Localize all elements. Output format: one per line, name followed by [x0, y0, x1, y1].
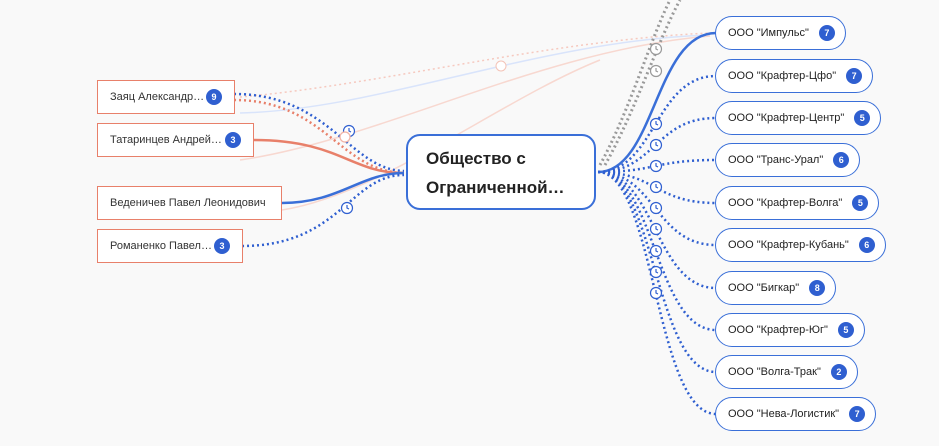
- company-label: ООО "Транс-Урал": [728, 154, 824, 166]
- count-badge: 3: [214, 238, 230, 254]
- company-node[interactable]: ООО "Крафтер-Центр" 5: [715, 101, 882, 135]
- clock-icon-gray: [649, 42, 663, 78]
- company-label: ООО "Крафтер-Цфо": [728, 70, 837, 82]
- person-label: Веденичев Павел Леонидович: [110, 197, 266, 209]
- company-node[interactable]: ООО "Крафтер-Юг" 5: [715, 313, 865, 347]
- company-label: ООО "Крафтер-Кубань": [728, 239, 849, 251]
- count-badge: 6: [833, 152, 850, 168]
- count-badge: 8: [809, 280, 826, 296]
- clock-icon-faint: [339, 131, 351, 143]
- person-node[interactable]: Романенко Павел… 3: [97, 229, 243, 263]
- count-badge: 7: [846, 68, 863, 84]
- person-node[interactable]: Татаринцев Андрей… 3: [97, 123, 254, 157]
- company-label: ООО "Крафтер-Юг": [728, 324, 828, 336]
- company-label: ООО "Крафтер-Волга": [728, 197, 843, 209]
- person-node[interactable]: Заяц Александр… 9: [97, 80, 235, 114]
- company-node[interactable]: ООО "Транс-Урал" 6: [715, 143, 861, 177]
- company-node[interactable]: ООО "Крафтер-Волга" 5: [715, 186, 880, 220]
- company-label: ООО "Импульс": [728, 27, 809, 39]
- company-label: ООО "Бигкар": [728, 282, 800, 294]
- company-label: ООО "Нева-Логистик": [728, 408, 840, 420]
- person-label: Романенко Павел…: [110, 240, 212, 252]
- company-node[interactable]: ООО "Крафтер-Цфо" 7: [715, 59, 874, 93]
- person-node[interactable]: Веденичев Павел Леонидович: [97, 186, 282, 220]
- person-label: Заяц Александр…: [110, 91, 205, 103]
- center-title-line-1: Общество с: [426, 149, 526, 168]
- center-company-node[interactable]: Общество с Ограниченной…: [406, 134, 596, 210]
- company-node[interactable]: ООО "Крафтер-Кубань" 6: [715, 228, 886, 262]
- company-label: ООО "Волга-Трак": [728, 366, 821, 378]
- count-badge: 5: [852, 195, 869, 211]
- count-badge: 5: [837, 322, 854, 338]
- person-label: Татаринцев Андрей…: [110, 134, 222, 146]
- company-node[interactable]: ООО "Волга-Трак" 2: [715, 355, 858, 389]
- count-badge: 5: [854, 110, 871, 126]
- count-badge: 3: [225, 132, 241, 148]
- company-node[interactable]: ООО "Нева-Логистик" 7: [715, 397, 877, 431]
- count-badge: 9: [206, 89, 222, 105]
- count-badge: 6: [858, 237, 875, 253]
- center-title-line-2: Ограниченной…: [426, 178, 565, 197]
- clock-icon: [340, 117, 663, 300]
- count-badge: 7: [818, 25, 835, 41]
- company-node[interactable]: ООО "Бигкар" 8: [715, 271, 837, 305]
- count-badge: 7: [849, 406, 866, 422]
- company-label: ООО "Крафтер-Центр": [728, 112, 845, 124]
- company-node[interactable]: ООО "Импульс" 7: [715, 16, 846, 50]
- count-badge: 2: [830, 364, 847, 380]
